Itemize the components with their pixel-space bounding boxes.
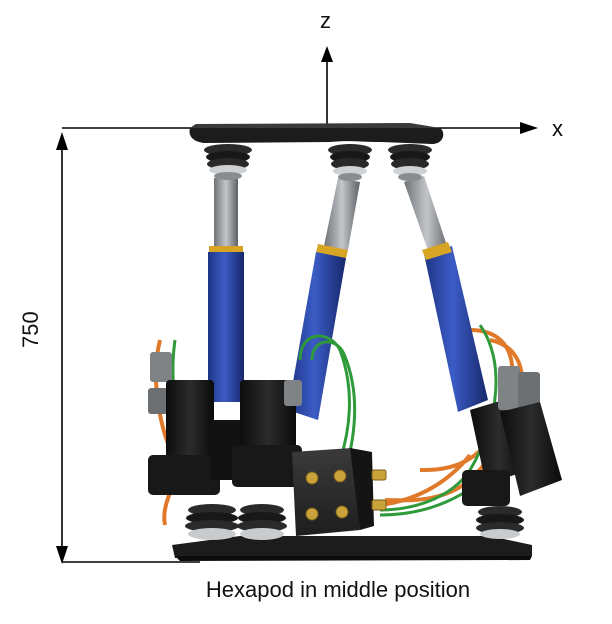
strut-left xyxy=(208,178,244,402)
x-axis-label: x xyxy=(552,116,563,141)
bottom-joints xyxy=(185,504,524,540)
z-axis xyxy=(321,46,333,128)
height-dimension-line xyxy=(56,132,200,564)
junction-box xyxy=(292,448,387,536)
z-axis-label: z xyxy=(320,8,331,33)
hexapod-illustration xyxy=(148,123,562,561)
top-joints xyxy=(204,144,432,181)
height-dimension-label: 750 xyxy=(18,311,43,348)
figure-caption: Hexapod in middle position xyxy=(206,577,470,602)
motor-right xyxy=(462,366,562,506)
top-platform xyxy=(189,123,444,144)
strut-rear-right xyxy=(404,176,488,412)
motor-center xyxy=(232,380,302,487)
